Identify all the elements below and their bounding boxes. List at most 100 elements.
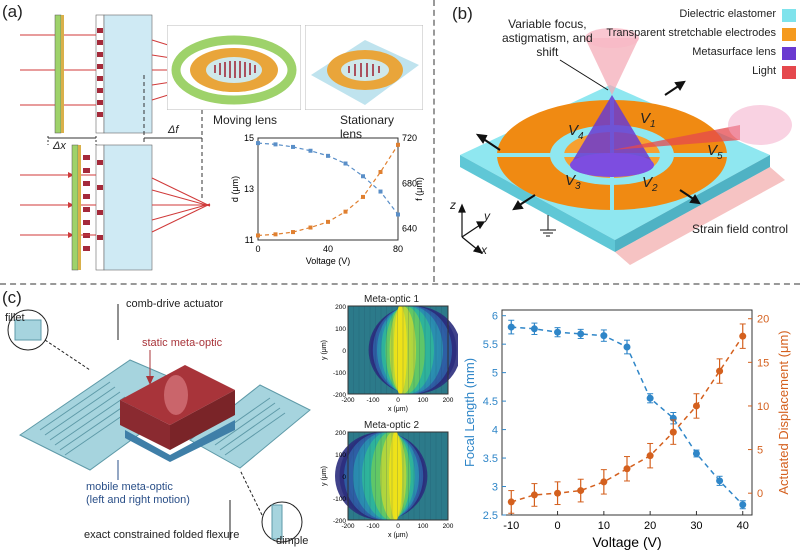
- data-point: [739, 332, 747, 340]
- data-point: [507, 498, 515, 506]
- heatmap-2-title: Meta-optic 2: [364, 420, 420, 431]
- heatmap-y-tick: 0: [342, 348, 346, 355]
- legend-label: Dielectric elastomer: [679, 8, 776, 20]
- dx-label: Δx: [53, 140, 66, 152]
- moving-lens-label: Moving lens: [213, 113, 278, 127]
- x-tick-label: -10: [503, 520, 519, 532]
- static-meta-optic-label: static meta-optic: [142, 337, 223, 349]
- heatmap-y-tick: -100: [333, 496, 346, 503]
- x-tick-label: 0: [554, 520, 560, 532]
- heatmap-x-label: x (μm): [388, 406, 408, 413]
- bottom-lens-setup: [20, 144, 211, 271]
- strain-label: Strain field control: [692, 222, 789, 236]
- heatmap-x-tick: -100: [366, 397, 379, 404]
- electrode-v4: V4: [568, 122, 584, 142]
- heatmap-x-tick: 0: [396, 397, 400, 404]
- data-point: [692, 450, 700, 457]
- axis-z-label: z: [450, 198, 456, 212]
- data-point: [308, 148, 313, 153]
- electrode-v1: V1: [640, 110, 656, 130]
- data-point: [378, 189, 383, 194]
- y2-tick-label: 720: [402, 133, 417, 143]
- panel-b-device: [458, 28, 792, 265]
- axis-y-label: y: [484, 209, 490, 223]
- y-tick-label: 6: [492, 311, 498, 323]
- data-point: [291, 144, 295, 149]
- legend-item-0: Dielectric elastomer: [630, 8, 800, 27]
- vertical-divider: [433, 0, 435, 282]
- legend-swatch: [782, 66, 796, 79]
- heatmap-y-tick: 100: [335, 452, 346, 459]
- y-tick-label: 5: [492, 368, 498, 380]
- x-tick-label: 20: [644, 520, 656, 532]
- df-label: Δf: [168, 124, 179, 136]
- heatmap-x-tick: -100: [366, 523, 379, 530]
- data-point: [646, 452, 654, 460]
- focus-text: Variable focus, astigmatism, and shift: [502, 17, 593, 59]
- y-axis-label: d (μm): [230, 176, 240, 202]
- data-point: [692, 402, 700, 410]
- data-point: [343, 161, 348, 166]
- data-point: [646, 394, 654, 402]
- axis-x-label: x: [481, 243, 487, 257]
- data-point: [326, 219, 330, 224]
- heatmap-x-tick: -200: [341, 397, 354, 404]
- y2-tick-label: 20: [757, 314, 769, 326]
- data-point: [273, 232, 278, 237]
- heatmap-x-tick: -200: [341, 523, 354, 530]
- data-point: [361, 194, 365, 199]
- x-tick-label: 40: [323, 244, 333, 254]
- y-tick-label: 11: [245, 235, 254, 245]
- heatmap-y-tick: -100: [333, 370, 346, 377]
- y2-tick-label: 640: [402, 224, 417, 234]
- y2-tick-label: 680: [402, 178, 417, 188]
- heatmap-y-tick: -200: [333, 518, 346, 525]
- heatmap-x-tick: 100: [418, 397, 429, 404]
- data-point: [361, 174, 365, 179]
- legend-label: Metasurface lens: [692, 46, 776, 58]
- y-tick-label: 5.5: [483, 339, 498, 351]
- heatmap-x-tick: 0: [396, 523, 400, 530]
- data-point: [577, 487, 585, 495]
- electrode-v5: V5: [707, 142, 723, 162]
- comb-drive-label: comb-drive actuator: [126, 298, 224, 310]
- x-axis-label: Voltage (V): [306, 256, 351, 266]
- x-tick-label: 0: [255, 244, 260, 254]
- heatmap-y-tick: -200: [333, 392, 346, 399]
- data-point: [343, 209, 348, 214]
- data-point: [554, 328, 562, 336]
- legend-label: Light: [752, 65, 776, 77]
- chart-a-frame: [257, 137, 399, 241]
- x-tick-label: 10: [598, 520, 610, 532]
- panel-b-label: (b): [452, 4, 473, 23]
- y2-tick-label: 0: [757, 488, 763, 500]
- y-tick-label: 3.5: [483, 453, 498, 465]
- data-point: [554, 489, 562, 497]
- legend-swatch: [782, 47, 796, 60]
- y2-tick-label: 15: [757, 357, 769, 369]
- legend-item-3: Light: [630, 65, 800, 84]
- horizontal-divider: [0, 283, 800, 285]
- y-tick-label: 15: [244, 133, 254, 143]
- panel-b-legend: Dielectric elastomer Transparent stretch…: [606, 8, 800, 84]
- dimple-label: dimple: [276, 535, 309, 547]
- heatmap-x-tick: 100: [418, 523, 429, 530]
- data-point: [378, 170, 383, 174]
- mobile-meta-optic-label: mobile meta-optic (left and right motion…: [86, 481, 190, 506]
- data-point: [308, 225, 313, 230]
- y2-axis-label: f (μm): [414, 177, 424, 201]
- y-tick-label: 4: [492, 425, 498, 437]
- data-point: [716, 367, 724, 375]
- panel-c-mems: [7, 304, 311, 543]
- data-point: [623, 465, 631, 473]
- data-point: [577, 330, 585, 338]
- y-tick-label: 3: [492, 482, 498, 494]
- chart-c-frame: [501, 309, 753, 516]
- legend-swatch: [782, 9, 796, 22]
- data-point: [396, 142, 400, 147]
- fillet-label: fillet: [5, 312, 25, 324]
- flexure-label: exact constrained folded flexure: [84, 529, 240, 541]
